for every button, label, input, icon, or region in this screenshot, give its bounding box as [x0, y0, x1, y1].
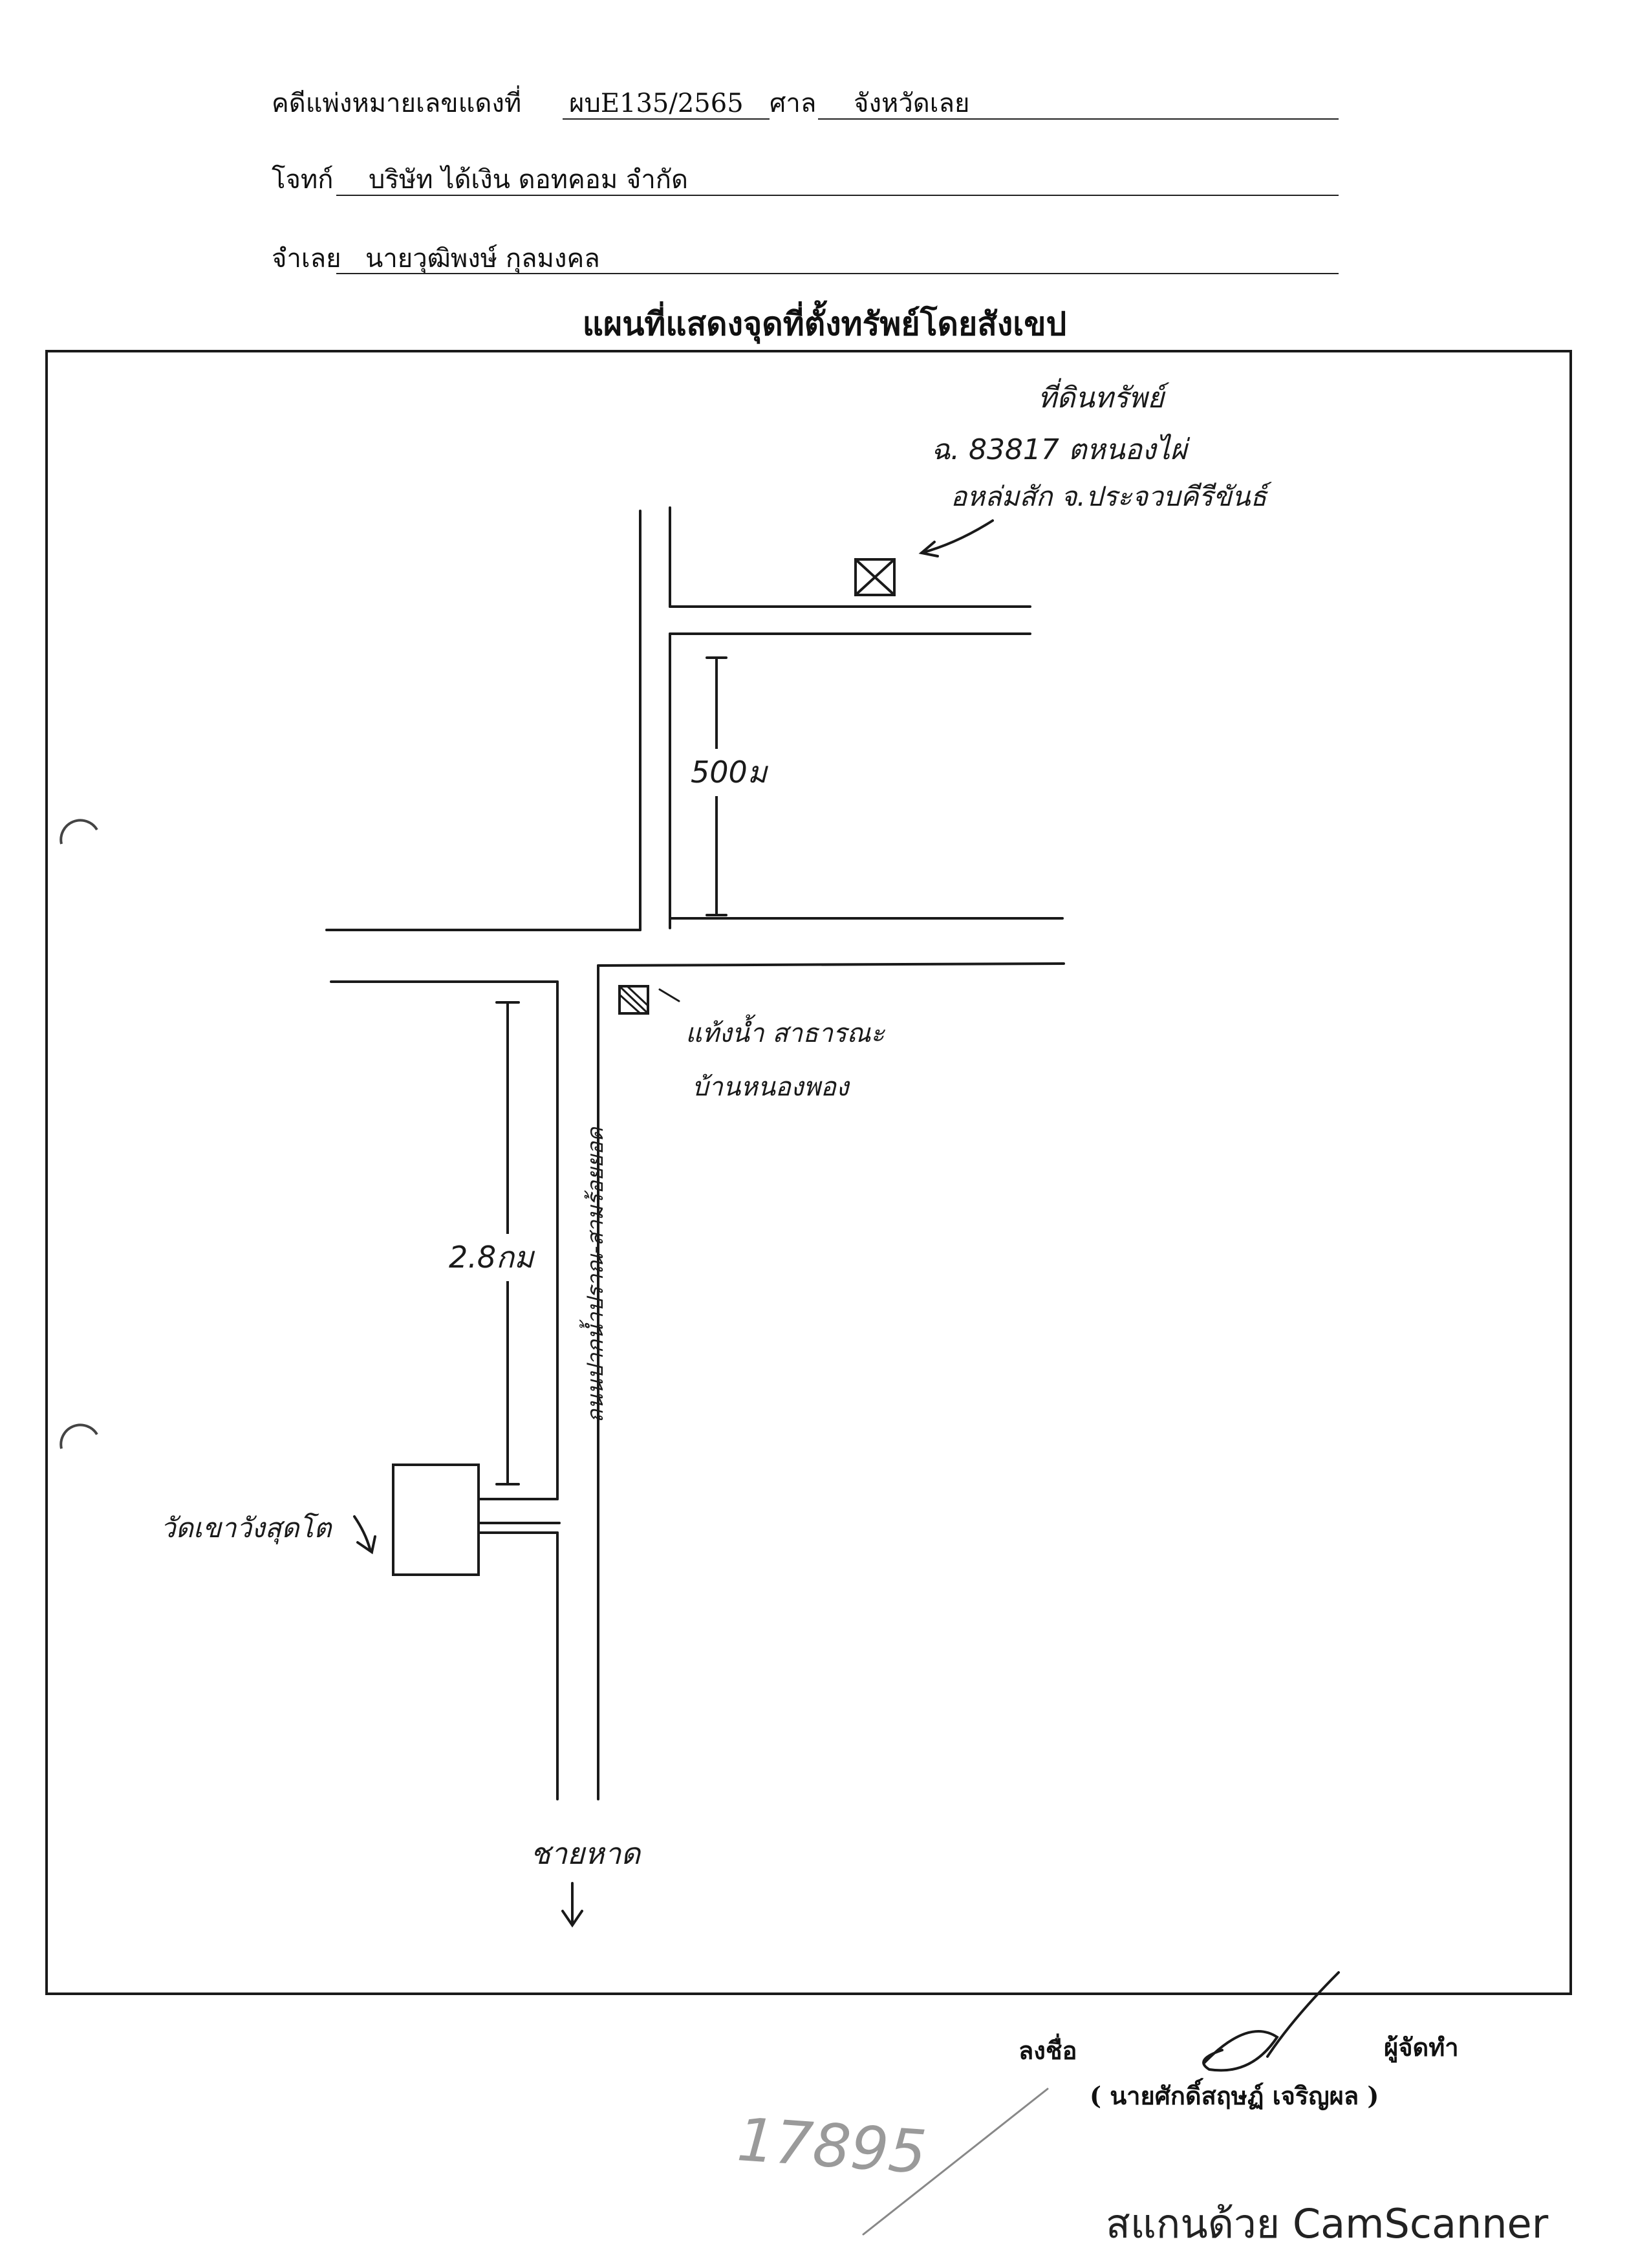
case-number-underline: [563, 118, 770, 120]
map-frame: [45, 350, 1572, 1995]
signer-name: ( นายศักดิ์สฤษฏ์ เจริญผล ): [1090, 2081, 1379, 2110]
plaintiff-label: โจทก์: [272, 165, 334, 195]
stamp-number: 17895: [735, 2104, 929, 2188]
camscanner-watermark: สแกนด้วย CamScanner: [1106, 2200, 1549, 2247]
map-title: แผนที่แสดงจุดที่ตั้งทรัพย์โดยสังเขป: [582, 305, 1067, 343]
property-marker: [854, 558, 896, 596]
role-label: ผู้จัดทำ: [1384, 2033, 1459, 2062]
property-arrow: [920, 519, 994, 554]
court-name: จังหวัดเลย: [854, 89, 970, 118]
temple-arrow: [353, 1515, 371, 1550]
court-underline: [818, 118, 1339, 120]
water-tank-label-line1: แท้งน้ำ สาธารณะ: [685, 1019, 885, 1048]
water-tank-marker: [618, 985, 649, 1015]
case-number-label: คดีแพ่งหมายเลขแดงที่: [272, 89, 522, 118]
main-road-bottom-right: [597, 962, 1065, 967]
plaintiff-underline: [336, 195, 1339, 196]
property-note-line2: ฉ. 83817 ตหนองไผ่: [931, 433, 1187, 466]
binder-hole-upper: [59, 819, 98, 845]
property-note-line3: อหล่มสัก จ.ประจวบคีรีขันธ์: [951, 481, 1267, 512]
court-label: ศาล: [770, 89, 817, 118]
defendant-underline: [336, 273, 1339, 274]
temple-block: [392, 1463, 480, 1576]
binder-hole-lower: [59, 1423, 98, 1449]
beach-label: ชายหาด: [530, 1836, 641, 1871]
distance-north-label: 500ม: [687, 749, 771, 796]
water-tank-label-line2: บ้านหนองพอง: [692, 1072, 849, 1102]
defendant-label: จำเลย: [272, 244, 341, 274]
defendant-name: นายวุฒิพงษ์ กุลมงคล: [365, 244, 600, 274]
temple-label: วัดเขาวังสุดโต: [160, 1512, 332, 1544]
distance-south-label: 2.8กม: [446, 1234, 537, 1281]
plaintiff-name: บริษัท ได้เงิน ดอทคอม จำกัด: [369, 165, 689, 195]
property-note-line1: ที่ดินทรัพย์: [1038, 382, 1165, 415]
signature-mark: [1202, 1971, 1340, 2072]
stamp-slash: [862, 2088, 1049, 2236]
road-name-label: ถนนปากน้ำปราณ-สามร้อยยอด: [583, 1127, 609, 1423]
sign-label: ลงชื่อ: [1018, 2036, 1077, 2065]
case-number-value: ผบE135/2565: [569, 89, 744, 118]
